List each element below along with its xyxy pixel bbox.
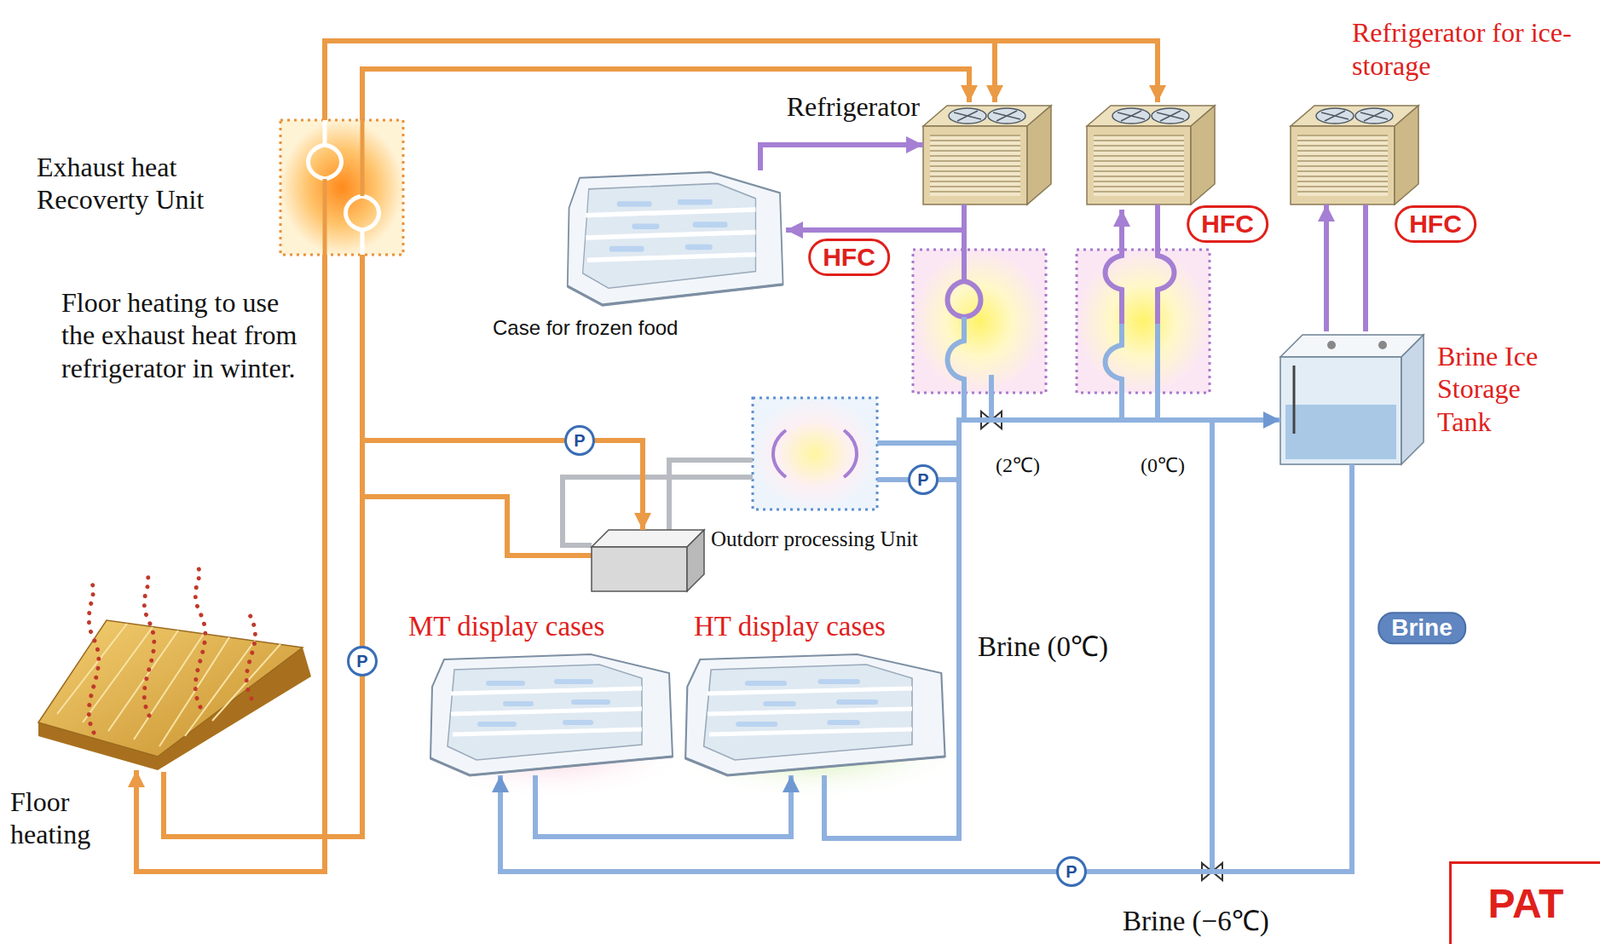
pipe-connector (824, 420, 1281, 839)
node-label: Brine Ice Storage Tank (1437, 340, 1566, 439)
pipe-connector (500, 464, 1352, 873)
ice-storage-tank-part (1327, 340, 1336, 350)
heat-exchanger-part (1076, 249, 1210, 393)
floor-heating-panel (38, 620, 312, 771)
refrigerant-tag: HFC (1394, 205, 1477, 243)
heat-recovery-unit-part (346, 196, 380, 255)
ice-storage-tank (1280, 335, 1424, 465)
heat-waves (88, 566, 255, 734)
refrigerant-pipe-part (1363, 204, 1369, 332)
ice-storage-tank-part (1401, 335, 1424, 465)
heat-exchanger-part (912, 249, 1046, 393)
ice-storage-tank: Brine Ice Storage Tank (1280, 331, 1424, 465)
node-label: Outdorr processing Unit (710, 526, 933, 553)
floor-heating-panel-part (38, 620, 312, 771)
outdoor-processing-unit-part (687, 530, 705, 592)
heat-waves-part (246, 613, 255, 699)
refrigerant-tag: HFC (1186, 205, 1269, 243)
pipe-connector (1323, 204, 1329, 332)
floor-heating-panel: Floor heating (38, 586, 312, 771)
display-case (685, 654, 945, 776)
node-label: HT display cases (693, 610, 886, 645)
pump-symbol: P (346, 646, 378, 677)
hot-water-pipe-part (994, 40, 1158, 103)
brine-label: Brine (−6℃) (1120, 905, 1272, 940)
pump-symbol: P (1056, 856, 1087, 888)
hot-water-pipe (163, 40, 1158, 838)
display-case (430, 654, 673, 776)
brine-pipe-part (947, 317, 965, 421)
node-label: Floor heating (10, 785, 122, 852)
ice-storage-tank-part (1378, 340, 1387, 350)
hot-water-pipe-part (362, 496, 592, 556)
temperature-label: (0℃) (1140, 453, 1185, 479)
pipe-connector (535, 775, 792, 838)
brine-label: Brine (0℃) (975, 630, 1111, 665)
frozen-food-case (567, 172, 784, 306)
node-label: Refrigerator for ice-storage (1351, 16, 1595, 82)
refrigerant-pipe-part (1105, 209, 1123, 324)
temperature-label: (2℃) (995, 453, 1040, 479)
refrigerator-unit: Refrigerator for ice-storage (1290, 102, 1419, 205)
outdoor-processing-unit (591, 530, 705, 592)
display-case: MT display cases (428, 652, 674, 776)
ice-storage-tank-part (1285, 404, 1397, 460)
node-label: MT display cases (408, 610, 605, 645)
heat-exchanger (752, 249, 1210, 510)
note-text: Floor heating to use the exhaust heat fr… (61, 286, 309, 385)
node-label: Exhaust heat Recoverty Unit (36, 150, 276, 217)
pipe-connector (785, 204, 965, 231)
outdoor-processing-unit: Outdorr processing Unit (591, 530, 705, 592)
refrigerant-pipe (947, 204, 1367, 332)
refrigerator-unit: Refrigerator (923, 102, 1052, 205)
heat-waves-part (195, 566, 206, 708)
node-label: Case for frozen food (492, 316, 678, 341)
brine-pipe-part (1209, 420, 1215, 873)
brine-pipe-part (1155, 323, 1161, 421)
node-label: Refrigerator (786, 90, 920, 123)
condensing-unit (1290, 105, 1419, 205)
pipe-connector (362, 254, 643, 531)
ice-storage-tank-part (1293, 365, 1296, 434)
brine-tag: Brine (1377, 612, 1467, 645)
brine-pipe-part (988, 375, 994, 421)
heat-recovery-unit (280, 120, 404, 255)
ice-storage-tank-part (1280, 357, 1402, 465)
pump-symbol: P (564, 425, 595, 457)
heat-exchanger-part (752, 398, 878, 510)
refrigerant-pipe-part (947, 230, 982, 318)
ice-storage-tank-part (1280, 335, 1424, 358)
heat-waves-part (88, 583, 99, 734)
heat-recovery-unit: Exhaust heat Recoverty Unit (280, 120, 404, 255)
display-case: HT display cases (683, 652, 949, 776)
pump-symbol: P (907, 464, 939, 496)
heat-recovery-unit-part (308, 120, 342, 180)
floor-heating-panel-part (38, 620, 303, 757)
brine-pipe-part (773, 430, 857, 478)
heat-recovery-unit-part (324, 120, 363, 255)
outdoor-air-duct-part (669, 460, 753, 531)
refrigerant-pipe-part (1157, 204, 1175, 324)
heat-waves-part (144, 572, 155, 717)
condensing-unit (1086, 105, 1215, 205)
outdoor-processing-unit-part (591, 530, 705, 548)
condensing-unit (923, 105, 1052, 205)
brine-pipe-part (1105, 323, 1123, 421)
refrigerant-tag: HFC (808, 238, 890, 277)
floor-heating-panel-part (57, 623, 281, 747)
outdoor-processing-unit-part (591, 547, 688, 592)
pat-mark: PAT (1449, 861, 1600, 944)
heat-recovery-unit-part (280, 120, 404, 255)
pipe-connector (760, 144, 924, 171)
frozen-food-case: Case for frozen food (566, 170, 786, 307)
